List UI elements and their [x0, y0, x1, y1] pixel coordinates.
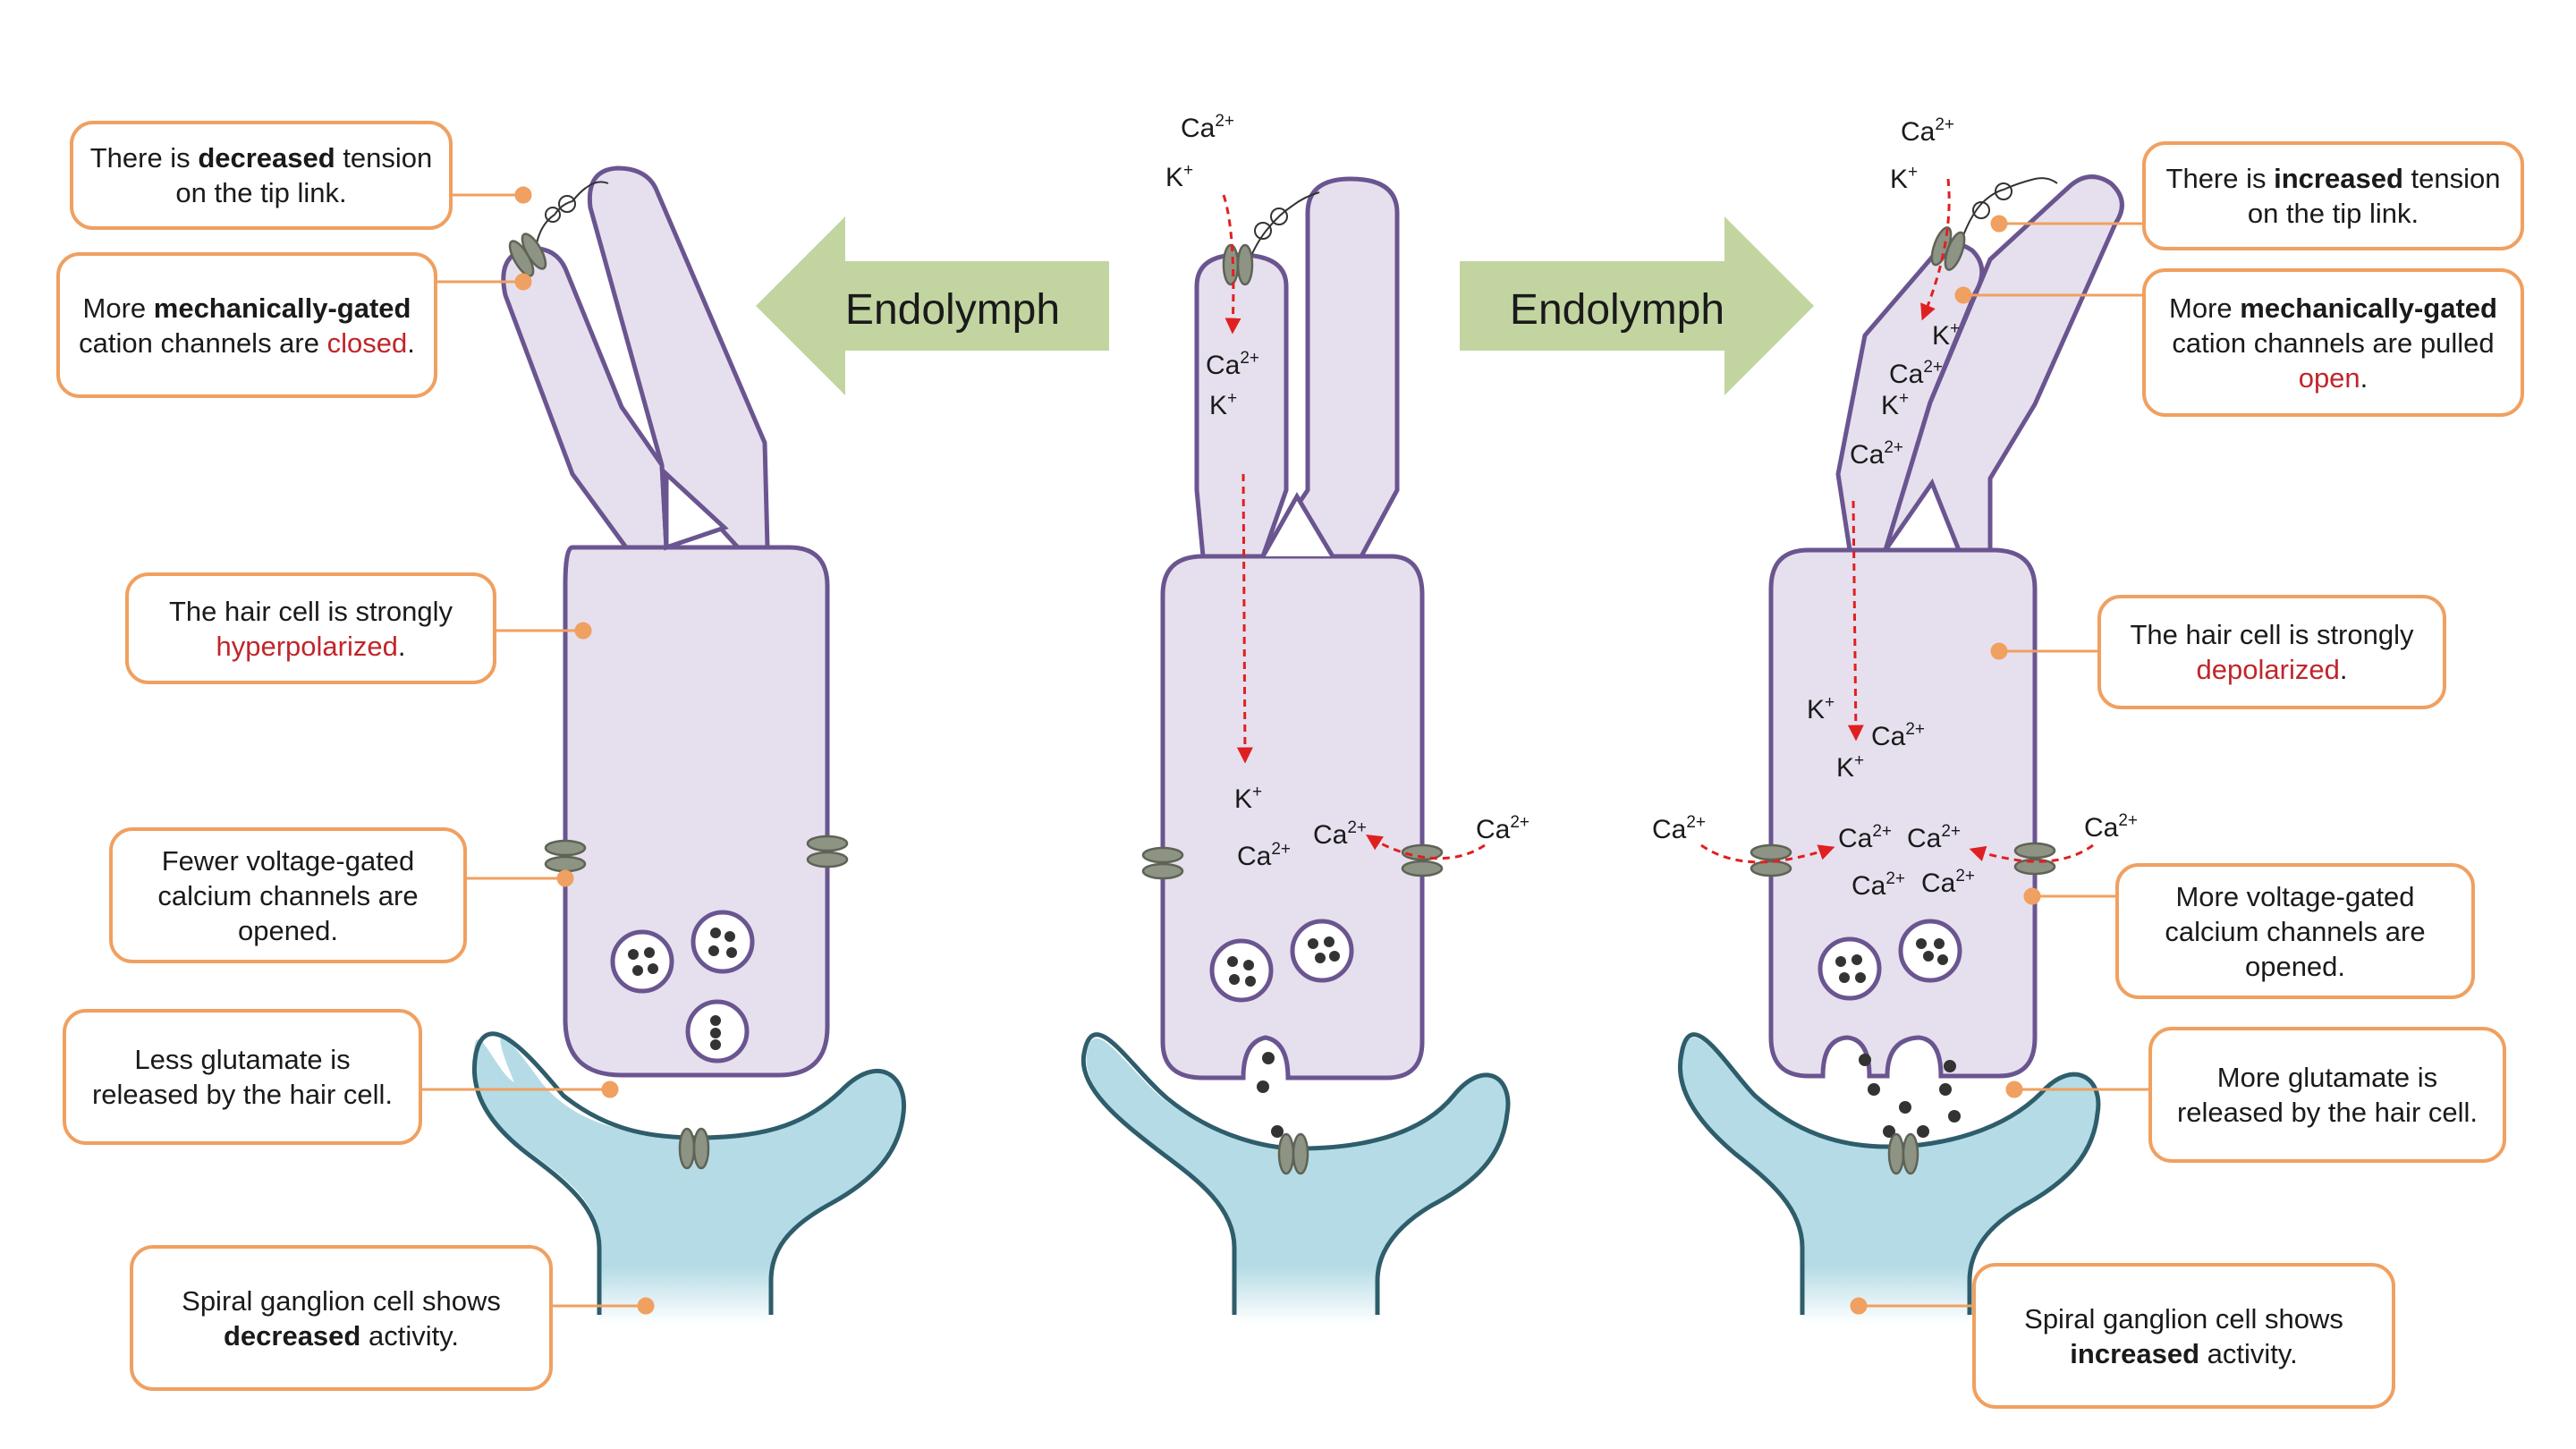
callout-left-tip-link: There is decreased tension on the tip li… — [70, 121, 453, 230]
callout-right-polarization: The hair cell is strongly depolarized. — [2097, 595, 2446, 709]
hair-cell-right — [1750, 174, 2124, 1175]
ion-label-ca-17: Ca2+ — [1652, 813, 1706, 844]
callout-right-ganglion: Spiral ganglion cell shows increased act… — [1972, 1263, 2395, 1409]
vesicle-right-2 — [1901, 921, 1960, 980]
endolymph-arrow-right: Endolymph — [1460, 216, 1814, 395]
ion-label-k-3: K+ — [1209, 389, 1237, 420]
callout-left-ganglion: Spiral ganglion cell shows decreased act… — [130, 1245, 553, 1391]
callout-right-tip-link: There is increased tension on the tip li… — [2142, 141, 2524, 250]
tip-link-center — [1247, 191, 1320, 265]
vesicle-center-2 — [1292, 921, 1352, 980]
ion-label-ca-20: Ca2+ — [1852, 869, 1905, 901]
spiral-ganglion-outline-right — [1678, 1032, 2101, 1315]
ion-label-k-12: K+ — [1881, 389, 1909, 420]
hair-cell-body-center — [1160, 554, 1425, 1080]
callout-left-glutamate: Less glutamate is released by the hair c… — [63, 1009, 422, 1145]
ion-label-ca-13: Ca2+ — [1850, 438, 1903, 470]
ion-label-ca-7: Ca2+ — [1476, 813, 1530, 844]
callout-right-voltage-channels: More voltage-gated calcium channels are … — [2115, 863, 2475, 999]
ion-label-ca-22: Ca2+ — [2084, 811, 2138, 843]
ion-label-ca-21: Ca2+ — [1921, 867, 1975, 898]
ion-label-ca-8: Ca2+ — [1901, 115, 1954, 147]
ion-label-ca-0: Ca2+ — [1181, 112, 1234, 143]
callout-left-polarization: The hair cell is strongly hyperpolarized… — [125, 572, 496, 684]
vesicle-center-1 — [1212, 941, 1271, 1000]
callout-right-mech-channels: More mechanically-gated cation channels … — [2142, 268, 2524, 417]
callout-left-voltage-channels: Fewer voltage-gated calcium channels are… — [109, 827, 467, 963]
hair-cell-body-left — [563, 545, 830, 1078]
ion-label-k-14: K+ — [1807, 693, 1835, 724]
hair-cell-left — [501, 165, 849, 1170]
endolymph-arrow-left: Endolymph — [756, 216, 1109, 395]
callout-right-glutamate: More glutamate is released by the hair c… — [2148, 1027, 2506, 1163]
ion-label-ca-15: Ca2+ — [1871, 720, 1925, 751]
spiral-ganglion-cell-center — [1086, 1038, 1508, 1324]
endolymph-label-right: Endolymph — [1510, 286, 1724, 334]
vesicle-left-2 — [693, 912, 752, 971]
tip-link-left — [536, 181, 609, 244]
vesicle-left-3 — [688, 1002, 747, 1061]
stereocilium-tall-center — [1258, 176, 1400, 559]
endolymph-label-left: Endolymph — [845, 286, 1060, 334]
spiral-ganglion-cell-left — [474, 1037, 903, 1324]
ion-label-ca-6: Ca2+ — [1313, 818, 1367, 850]
ion-label-k-4: K+ — [1234, 783, 1262, 814]
ion-label-ca-18: Ca2+ — [1838, 822, 1892, 853]
hair-cell-body-right — [1768, 547, 2038, 1079]
ion-label-ca-5: Ca2+ — [1237, 840, 1291, 871]
ion-label-ca-11: Ca2+ — [1889, 358, 1943, 389]
ion-label-ca-2: Ca2+ — [1206, 349, 1259, 380]
callout-connectors — [422, 186, 2148, 1315]
ion-label-k-16: K+ — [1836, 751, 1864, 783]
ion-arrows — [1222, 178, 2094, 864]
stereocilium-tall-left — [587, 165, 770, 551]
ion-label-ca-19: Ca2+ — [1907, 822, 1961, 853]
ion-label-k-9: K+ — [1890, 163, 1918, 194]
ion-label-k-1: K+ — [1165, 161, 1193, 192]
callout-left-mech-channels: More mechanically-gated cation channels … — [56, 252, 437, 398]
ion-labels: Ca2+K+Ca2+K+K+Ca2+Ca2+Ca2+Ca2+K+K+Ca2+K+… — [1165, 112, 2138, 901]
hair-cell-center — [1141, 176, 1444, 1175]
ion-label-k-10: K+ — [1932, 319, 1960, 351]
vesicle-left-1 — [613, 932, 672, 991]
spiral-ganglion-cell-right — [1682, 1038, 2098, 1324]
vesicle-right-1 — [1820, 939, 1879, 998]
